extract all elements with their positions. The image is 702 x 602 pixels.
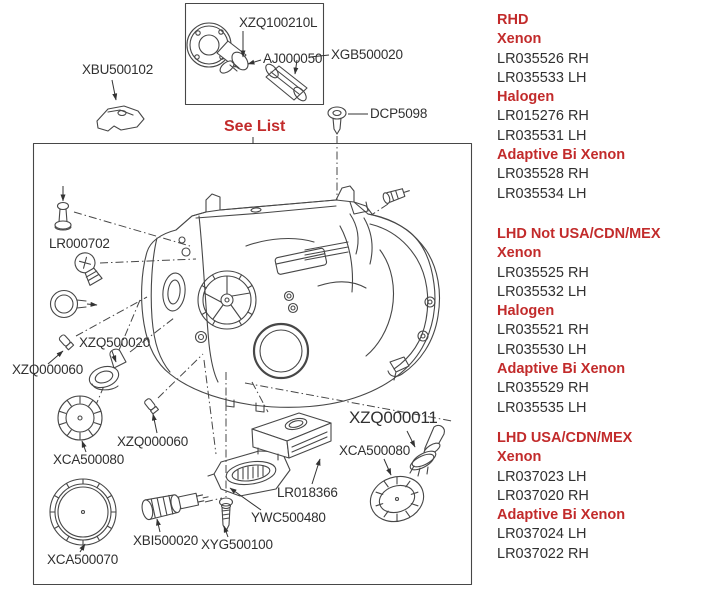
part-number: LR035525 RH [497,264,589,281]
part-number: LR015276 RH [497,108,589,125]
wedge-bulb-2-drawing [144,398,160,415]
xenon-bulb-drawing [406,424,445,477]
bulb-socket-ring-drawing [49,289,98,319]
parts-list-heading: Halogen [497,89,555,106]
part-number: LR035535 LH [497,399,587,416]
part-number: LR037024 LH [497,526,587,543]
cap1-dashline [92,299,141,413]
part-number: LR035521 RH [497,322,589,339]
ballast-module-drawing [251,412,332,485]
part-label-xzq100210l-1: XZQ100210L [239,15,318,30]
parts-list-heading: Adaptive Bi Xenon [497,507,626,524]
bulb-dashline [99,258,197,264]
parts-list-heading: RHD [497,12,529,28]
part-label-aj000050-2: AJ000050 [263,51,323,66]
part-label-xzq000060-7: XZQ000060 [12,362,83,377]
halogen-bulb-dashline [204,497,223,503]
parts-list-heading: Halogen [497,303,555,320]
parts-list-heading: Adaptive Bi Xenon [497,147,626,164]
inset-socket-drawing [265,54,330,102]
ballast-dashline [251,381,269,413]
halogen-bulb-leader [156,518,161,533]
parts-list-heading: Xenon [497,449,542,466]
part-label-lr018366-14: LR018366 [277,485,338,500]
part-label-xzq000060-8: XZQ000060 [117,434,188,449]
part-number: LR035531 LH [497,127,587,144]
halogen-bulb-drawing [141,492,209,521]
part-label-ywc500480-13: YWC500480 [251,510,326,525]
part-label-xbu500102-0: XBU500102 [82,62,154,77]
part-number: LR035526 RH [497,50,589,67]
part-number: LR035534 LH [497,185,587,202]
parts-list-heading: Adaptive Bi Xenon [497,361,626,378]
part-label-xyg500100-12: XYG500100 [201,537,273,552]
part-number: LR037023 LH [497,468,587,485]
part-number: LR035529 RH [497,380,589,397]
part-label-xgb500020-3: XGB500020 [331,47,403,62]
part-label-xzq000011-16: XZQ000011 [349,408,438,427]
adjuster-pin-drawing [54,186,191,247]
bulb-holder-drawing [88,317,175,391]
bulb-cluster-dashline [244,382,453,422]
part-label-dcp5098-4: DCP5098 [370,106,428,121]
sidelight-bulb-drawing [74,252,103,286]
wedge1-dashline [75,296,148,337]
part-number: LR035533 LH [497,69,587,86]
parts-list-heading: LHD USA/CDN/MEX [497,430,633,446]
cover-plate-drawing [207,450,291,511]
part-number: LR037022 RH [497,545,589,562]
part-number: LR035528 RH [497,166,589,183]
part-label-xca500070-10: XCA500070 [47,552,119,567]
headlamp-housing-drawing [141,185,441,413]
part-label-xca500080-9: XCA500080 [53,452,125,467]
screw-leader-dashline [363,203,389,221]
see-list-label: See List [224,118,286,135]
round-cap-large-drawing [49,478,117,553]
parts-list-heading: Xenon [497,31,542,48]
wedge2-leader [151,413,158,434]
part-label-lr000702-5: LR000702 [49,236,110,251]
wedge2-dashline [157,353,204,399]
bracket-clip-drawing [96,79,145,132]
part-label-xbi500020-11: XBI500020 [133,533,199,548]
wedge1-leader [47,350,64,365]
inset-bulb-frame [184,2,325,106]
round-cap-1-drawing [57,395,103,453]
inset-bulb-drawing [219,59,262,74]
part-number: LR035532 LH [497,283,587,300]
parts-list-heading: LHD Not USA/CDN/MEX [497,226,661,242]
parts-list-heading: Xenon [497,245,542,262]
plate-dashline [203,359,217,455]
wedge-bulb-1-drawing [58,334,75,351]
part-label-xzq500020-6: XZQ500020 [79,335,150,350]
round-cap-2-drawing [369,458,425,523]
top-right-screw-drawing [382,188,410,204]
part-label-xca500080-15: XCA500080 [339,443,411,458]
part-number: LR035530 LH [497,341,587,358]
part-number: LR037020 RH [497,487,589,504]
small-screw-drawing [218,497,234,538]
